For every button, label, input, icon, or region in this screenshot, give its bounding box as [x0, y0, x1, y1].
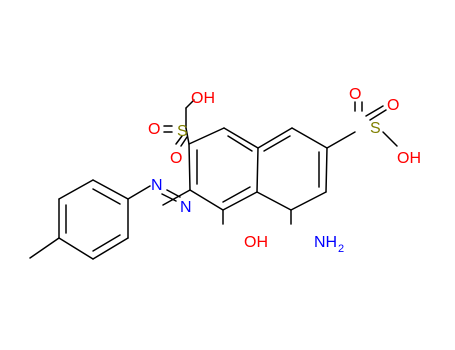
azo-linkage: N N: [127, 177, 192, 216]
sulfonic-acid-group-right: O S OH O: [326, 86, 421, 167]
oh-label-right-sulfo: OH: [397, 150, 421, 167]
oxygen-label-left-sulfo: O: [148, 121, 160, 138]
amino-subscript: 2: [338, 243, 344, 255]
tolyl-ring-bonds: [29, 179, 129, 260]
amino-group: NH 2: [290, 209, 344, 255]
amino-label: NH: [314, 234, 337, 251]
sulfur-label-right: S: [370, 120, 381, 137]
hydroxyl-group: OH: [222, 209, 268, 251]
hydroxyl-label: OH: [244, 234, 268, 251]
oxygen-label-bottom-left-sulfo: O: [170, 150, 182, 167]
naphthalene-ring-bonds: [188, 127, 328, 211]
azo-nitrogen-left: N: [151, 177, 163, 194]
oh-label-top-left-sulfo: OH: [191, 90, 215, 107]
sulfonic-acid-group-left: OH O S O: [148, 90, 215, 167]
oxygen-label-right-sulfo: O: [349, 86, 361, 103]
sulfur-label-left: S: [177, 123, 188, 140]
azo-nitrogen-right: N: [180, 199, 192, 216]
oxygen-label-bottom-right-sulfo: O: [387, 97, 399, 114]
